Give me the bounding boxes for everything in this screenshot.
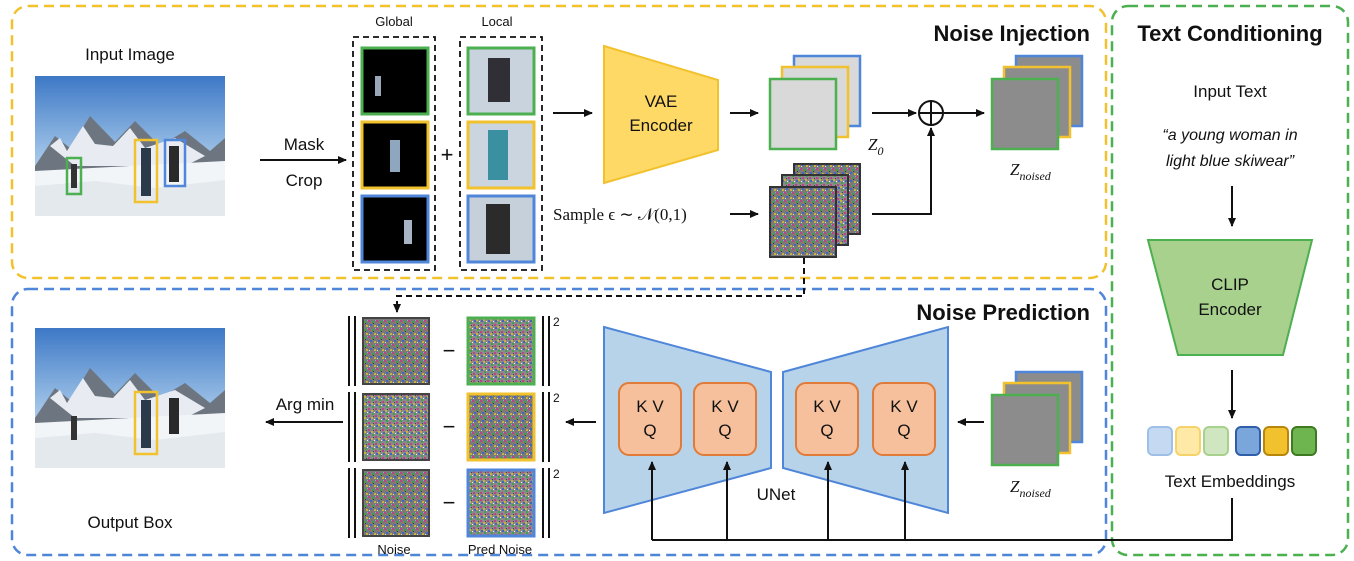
noise-sample-stack bbox=[769, 163, 861, 258]
loss-rows bbox=[348, 316, 550, 538]
text-embedding-tokens bbox=[1147, 426, 1317, 456]
sample-noise-text: Sample ϵ ∼ 𝒩(0,1) bbox=[553, 205, 687, 224]
square-row2: 2 bbox=[553, 391, 560, 405]
text-conditioning-border bbox=[1110, 4, 1350, 557]
minus-row2: − bbox=[443, 414, 456, 439]
embedding-conditioning-line bbox=[652, 498, 1233, 541]
input-text-quote-line1: “a young woman in bbox=[1162, 127, 1297, 144]
input-image-label: Input Image bbox=[85, 45, 175, 64]
mask-label: Mask bbox=[284, 135, 325, 154]
znoised-label-top: Znoised bbox=[1010, 160, 1052, 183]
clip-label-line2: Encoder bbox=[1198, 300, 1262, 319]
noise-column-label: Noise bbox=[377, 542, 410, 557]
kvq-block-4: K V Q bbox=[872, 382, 936, 456]
plus-sign: + bbox=[441, 142, 454, 167]
input-text-quote-line2: light blue skiwear” bbox=[1166, 153, 1295, 170]
text-conditioning-title: Text Conditioning bbox=[1137, 21, 1322, 46]
crop-label: Crop bbox=[286, 171, 323, 190]
svg-text:Q: Q bbox=[820, 421, 833, 440]
input-image bbox=[35, 76, 225, 216]
minus-row1: − bbox=[443, 338, 456, 363]
vae-label-line1: VAE bbox=[645, 92, 678, 111]
local-label: Local bbox=[481, 14, 512, 29]
svg-text:K V: K V bbox=[813, 397, 841, 416]
svg-text:K V: K V bbox=[890, 397, 918, 416]
znoised-stack-top bbox=[990, 54, 1084, 151]
z0-latent-stack bbox=[768, 54, 862, 151]
square-row3: 2 bbox=[553, 467, 560, 481]
global-group-box bbox=[352, 36, 436, 271]
local-crops bbox=[466, 46, 536, 264]
clip-label-line1: CLIP bbox=[1211, 275, 1249, 294]
global-label: Global bbox=[375, 14, 413, 29]
znoised-stack-bottom bbox=[990, 370, 1084, 467]
svg-text:K V: K V bbox=[636, 397, 664, 416]
znoised-label-bottom: Znoised bbox=[1010, 477, 1052, 500]
svg-text:Q: Q bbox=[718, 421, 731, 440]
noise-prediction-border bbox=[10, 287, 1108, 557]
square-row1: 2 bbox=[553, 315, 560, 329]
text-embeddings-label: Text Embeddings bbox=[1165, 472, 1295, 491]
clip-encoder bbox=[1146, 239, 1314, 356]
global-crops bbox=[360, 46, 430, 264]
input-text-label: Input Text bbox=[1193, 82, 1267, 101]
output-box-label: Output Box bbox=[87, 513, 173, 532]
vae-label-line2: Encoder bbox=[629, 116, 693, 135]
svg-text:K V: K V bbox=[711, 397, 739, 416]
minus-row3: − bbox=[443, 490, 456, 515]
pred-noise-column-label: Pred Noise bbox=[468, 542, 532, 557]
svg-text:Q: Q bbox=[643, 421, 656, 440]
kvq-block-2: K V Q bbox=[693, 382, 757, 456]
z0-label: Z0 bbox=[868, 135, 883, 158]
svg-text:Q: Q bbox=[897, 421, 910, 440]
kvq-block-1: K V Q bbox=[618, 382, 682, 456]
vae-encoder bbox=[603, 44, 719, 185]
noise-prediction-title: Noise Prediction bbox=[916, 300, 1090, 325]
kvq-block-3: K V Q bbox=[795, 382, 859, 456]
argmin-label: Arg min bbox=[276, 395, 335, 414]
noise-to-prediction-connector bbox=[393, 258, 805, 313]
output-image bbox=[35, 328, 225, 468]
noise-to-add-arrow bbox=[872, 127, 935, 215]
local-group-box bbox=[459, 36, 543, 271]
unet-label: UNet bbox=[757, 485, 796, 504]
noise-injection-title: Noise Injection bbox=[934, 21, 1090, 46]
noise-injection-border bbox=[10, 4, 1108, 280]
